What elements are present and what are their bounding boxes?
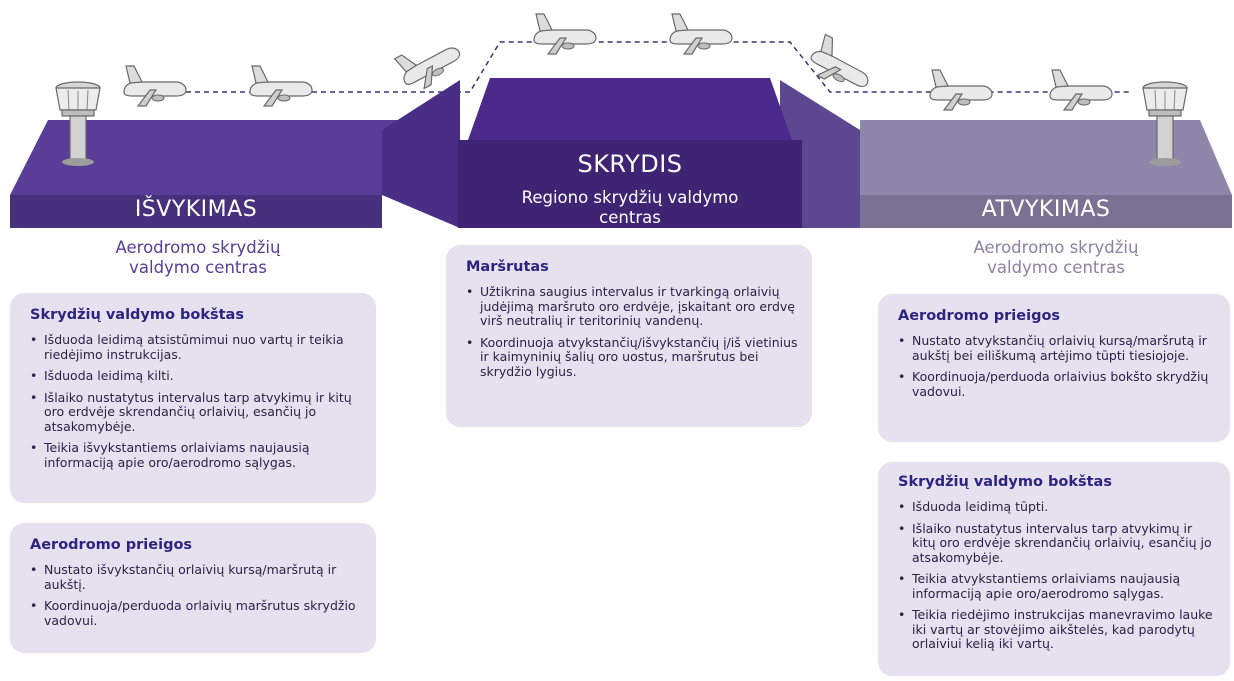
airplane-icon: [249, 65, 313, 107]
list-item: Išlaiko nustatytus intervalus tarp atvyk…: [30, 390, 362, 435]
list-item: Koordinuoja atvykstančių/išvykstančių į/…: [466, 335, 798, 380]
card-title: Aerodromo prieigos: [898, 308, 1061, 324]
list-item: Išduoda leidimą atsistūmimui nuo vartų i…: [30, 332, 362, 362]
flight-ramp-left: [382, 80, 460, 228]
list-item: Koordinuoja/perduoda orlaivių maršrutus …: [30, 598, 362, 628]
airplane-icon: [804, 32, 879, 99]
list-item: Nustato išvykstančių orlaivių kursą/marš…: [30, 562, 362, 592]
list-item: Išduoda leidimą tūpti.: [898, 499, 1216, 515]
departure-stage-title: IŠVYKIMAS: [134, 197, 258, 222]
departure-tower-card: Skrydžių valdymo bokštas Išduoda leidimą…: [10, 293, 376, 503]
airplane-icon: [929, 69, 993, 111]
flight-path-line: [150, 41, 1130, 93]
airplane-icon: [123, 65, 187, 107]
arrival-platform-top: [860, 120, 1232, 195]
arrival-control-center-label: Aerodromo skrydžių valdymo centras: [973, 238, 1139, 277]
list-item: Teikia riedėjimo instrukcijas manevravim…: [898, 607, 1216, 652]
flight-platform-top: [468, 78, 792, 140]
control-tower-icon: [55, 81, 101, 166]
list-item: Užtikrina saugius intervalus ir tvarking…: [466, 284, 798, 329]
arrival-stage-title: ATVYKIMAS: [981, 197, 1111, 222]
control-tower-icon: [1142, 81, 1188, 166]
flight-platform-front: [458, 140, 802, 228]
list-item: Išduoda leidimą kilti.: [30, 368, 362, 384]
card-title: Skrydžių valdymo bokštas: [898, 474, 1112, 490]
arrival-platform-front: [860, 195, 1232, 228]
list-item: Nustato atvykstančių orlaivių kursą/marš…: [898, 333, 1216, 363]
list-item: Teikia išvykstantiems orlaiviams naujaus…: [30, 440, 362, 470]
list-item: Teikia atvykstantiems orlaiviams naujaus…: [898, 571, 1216, 601]
departure-platform-top: [10, 120, 420, 195]
arrival-approach-card: Aerodromo prieigos Nustato atvykstančių …: [878, 294, 1230, 442]
flight-control-center-label: Regiono skrydžių valdymo centras: [521, 188, 739, 227]
list-item: Išlaiko nustatytus intervalus tarp atvyk…: [898, 521, 1216, 566]
arrival-tower-card: Skrydžių valdymo bokštas Išduoda leidimą…: [878, 462, 1230, 676]
route-card: Maršrutas Užtikrina saugius intervalus i…: [446, 245, 812, 427]
list-item: Koordinuoja/perduoda orlaivius bokšto sk…: [898, 369, 1216, 399]
departure-control-center-label: Aerodromo skrydžių valdymo centras: [115, 238, 281, 277]
card-title: Skrydžių valdymo bokštas: [30, 307, 244, 323]
flight-stage-title: SKRYDIS: [577, 150, 683, 178]
airplane-icon: [1049, 69, 1113, 111]
departure-approach-card: Aerodromo prieigos Nustato išvykstančių …: [10, 523, 376, 653]
airplane-icon: [669, 13, 733, 55]
airplane-icon: [533, 13, 597, 55]
card-title: Maršrutas: [466, 259, 549, 275]
departure-platform-front: [10, 195, 382, 228]
card-title: Aerodromo prieigos: [30, 537, 193, 553]
